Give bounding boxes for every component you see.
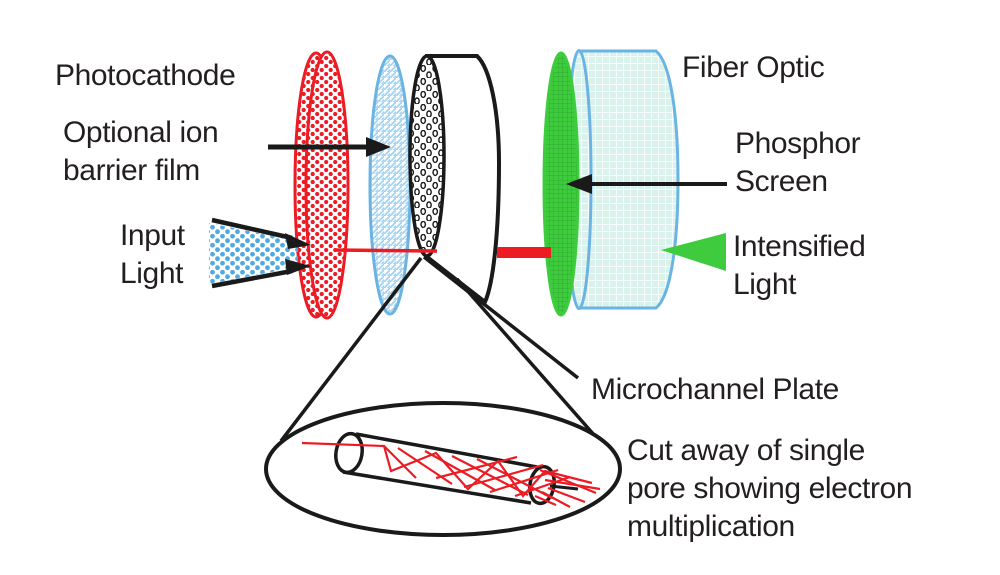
magnifier-funnel [279, 255, 597, 443]
electron-ray [541, 491, 571, 508]
ion-barrier-arrowhead [366, 137, 391, 157]
pore-tube-left-cap [334, 431, 364, 475]
electron-ray [397, 447, 453, 485]
phosphor-arrow [566, 174, 727, 194]
ion-barrier-arrow [268, 137, 391, 157]
pore-tube-axis-tick [549, 484, 579, 491]
input-cone-bottom-edge [211, 268, 293, 289]
label-cutaway-line2: pore showing electron [627, 472, 912, 505]
pore-tube-top-edge [355, 432, 538, 469]
input-arrowhead-upper [285, 233, 311, 249]
photocathode-front-face [304, 50, 350, 320]
funnel-right-line [455, 277, 597, 438]
electron-ray [534, 494, 557, 507]
photocathode-disk [293, 50, 350, 320]
electron-beam-bar [497, 247, 551, 258]
mcp-front-face-pores [408, 54, 446, 258]
label-intensified-line1: Intensified [733, 230, 865, 263]
input-ray-line [333, 248, 438, 253]
label-intensified-line2: Light [733, 268, 797, 301]
electron-ray [451, 455, 529, 496]
fiber-optic-body [577, 49, 680, 310]
label-cutaway-line3: multiplication [627, 510, 795, 543]
electron-ray [514, 475, 571, 498]
input-light-cone [209, 217, 311, 289]
electron-ray [539, 468, 597, 495]
electron-ray [383, 445, 417, 479]
electron-ray [476, 458, 553, 499]
electron-ray [547, 486, 586, 504]
label-input-light-line1: Input [120, 219, 186, 252]
label-photocathode: Photocathode [55, 59, 235, 92]
electron-ray [544, 478, 601, 491]
mcp-callout-line [422, 255, 580, 380]
microchannel-plate [408, 54, 502, 306]
label-ion-barrier-line1: Optional ion [63, 116, 218, 149]
electron-ray [424, 450, 496, 491]
electron-rays [301, 441, 601, 508]
label-phosphor-line1: Phosphor [735, 127, 861, 160]
label-microchannel-plate: Microchannel Plate [591, 373, 839, 406]
ion-barrier-film-disk [368, 54, 412, 316]
electron-ray [463, 463, 544, 489]
input-light-beam [209, 223, 298, 284]
input-arrowhead-lower [285, 259, 311, 275]
label-phosphor-line2: Screen [735, 165, 828, 198]
mcp-body [425, 54, 502, 306]
label-cutaway-line1: Cut away of single [627, 434, 865, 467]
electron-ray [435, 455, 518, 480]
label-input-light-line2: Light [120, 257, 184, 290]
input-cone-top-edge [211, 217, 293, 241]
label-fiber-optic: Fiber Optic [682, 51, 825, 84]
intensified-light-arrow [661, 233, 726, 271]
pore-tube-bottom-edge [342, 470, 532, 505]
phosphor-arrowhead [566, 174, 592, 194]
funnel-left-line [279, 256, 423, 443]
electron-ray-main [301, 441, 593, 498]
label-ion-barrier-line2: barrier film [63, 154, 200, 187]
